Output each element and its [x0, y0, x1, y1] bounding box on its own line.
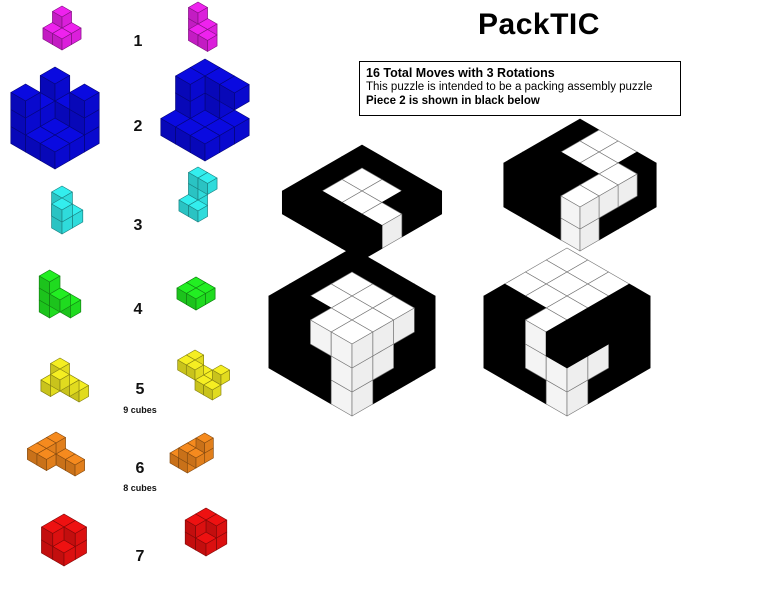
piece-6-p6b: [170, 433, 213, 473]
piece-label-1: 1: [118, 33, 158, 51]
piece-2-p2b: [161, 59, 249, 161]
piece-label-5: 5: [120, 381, 160, 399]
info-moves: 16 Total Moves with 3 Rotations: [366, 66, 674, 80]
piece-3-p3b: [179, 167, 217, 222]
piece-label-3: 3: [118, 217, 158, 235]
piece-1-p1a: [43, 6, 81, 50]
info-piece-note: Piece 2 is shown in black below: [366, 94, 674, 108]
piece-7-p7a: [41, 514, 86, 566]
piece-6-p6a: [27, 432, 84, 476]
piece-label-4: 4: [118, 301, 158, 319]
piece-5-p5b: [178, 350, 230, 400]
piece-7-p7b: [185, 508, 227, 556]
piece-4-p4b: [177, 277, 215, 310]
page-title: PackTIC: [478, 8, 600, 42]
piece-4-p4a: [39, 270, 81, 318]
info-box: 16 Total Moves with 3 Rotations This puz…: [359, 61, 681, 116]
piece-label-7: 7: [120, 548, 160, 566]
piece-label-6: 6: [120, 460, 160, 478]
piece-2-p2a: [11, 67, 99, 169]
piece-5-p5a: [41, 358, 89, 402]
piece-sublabel-5: 9 cubes: [110, 405, 170, 415]
piece-sublabel-6: 8 cubes: [110, 483, 170, 493]
info-intent: This puzzle is intended to be a packing …: [366, 80, 674, 94]
piece-3-p3a: [52, 186, 83, 234]
piece-label-2: 2: [118, 118, 158, 136]
piece-1-p1b: [188, 2, 217, 52]
